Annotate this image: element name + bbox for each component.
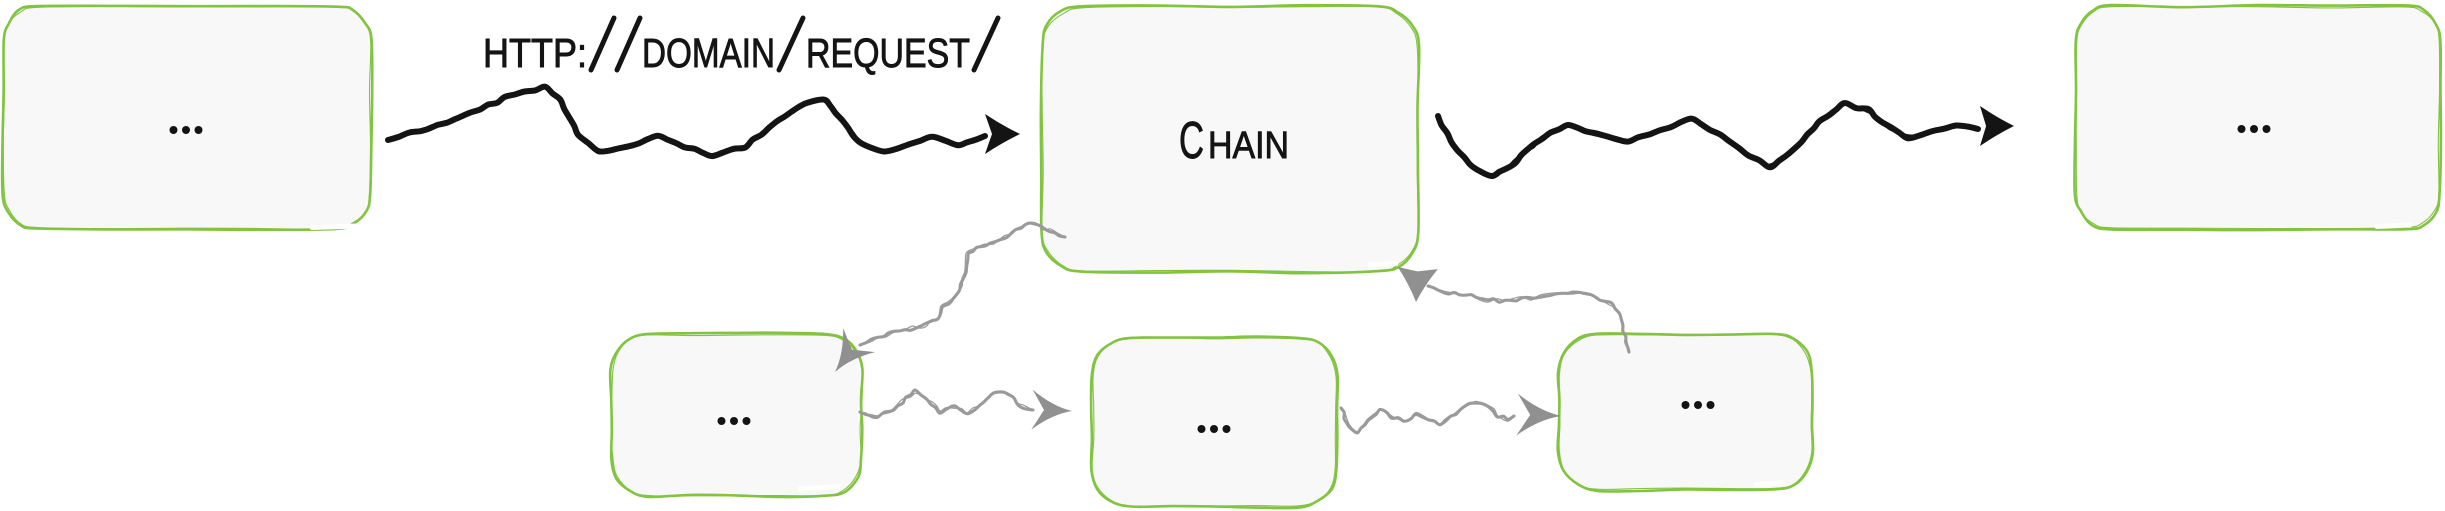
- svg-text:C: C: [1179, 112, 1204, 170]
- svg-text:HAIN: HAIN: [1208, 123, 1289, 166]
- svg-text:HTTP:: HTTP:: [483, 31, 587, 77]
- svg-text:REQUEST: REQUEST: [806, 30, 970, 76]
- svg-text:DOMAIN: DOMAIN: [642, 30, 775, 76]
